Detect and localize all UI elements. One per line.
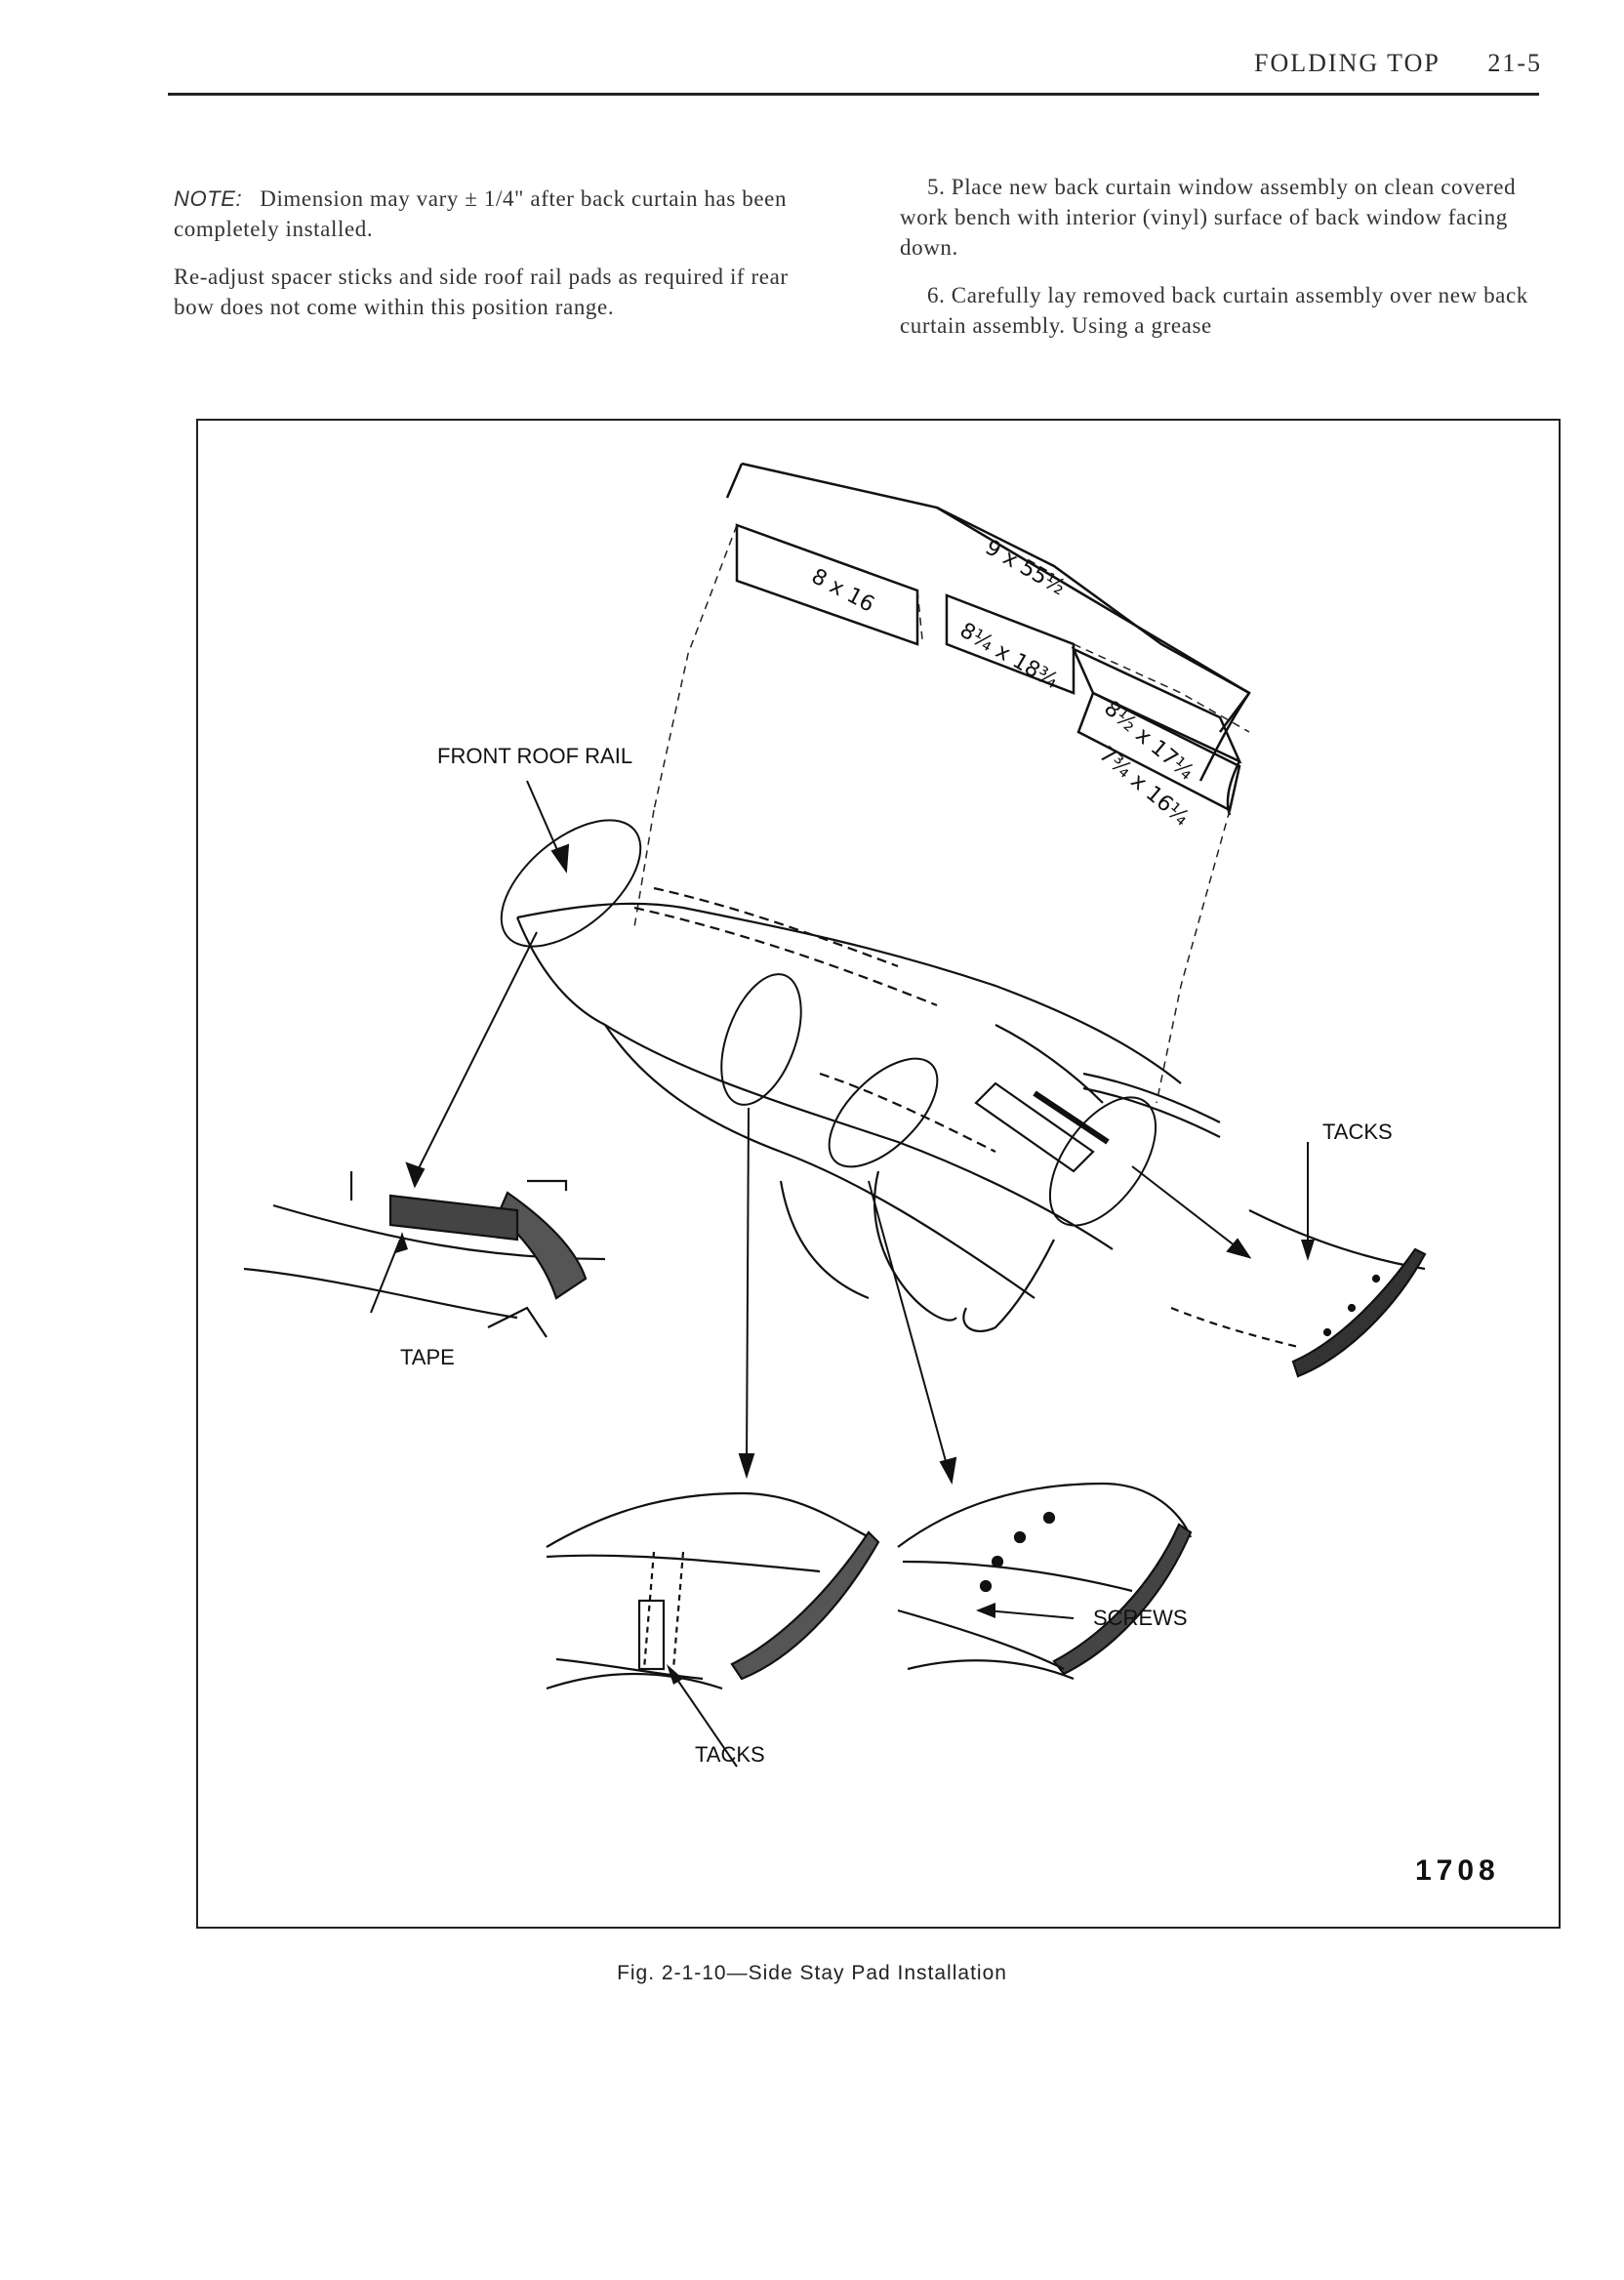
screws-arrow-line: [985, 1609, 1075, 1619]
tacks-bottom-arrow-line: [672, 1673, 738, 1768]
tacks-right-arrow-head: [1301, 1240, 1315, 1261]
left-column: NOTE:Dimension may vary ± 1/4" after bac…: [174, 183, 818, 340]
tacks-bottom-arrow-head: [667, 1664, 683, 1685]
pad-8x16: [735, 523, 919, 646]
note-label: NOTE:: [174, 186, 243, 211]
readjust-paragraph: Re-adjust spacer sticks and side roof ra…: [174, 265, 789, 319]
label-screws: SCREWS: [1093, 1606, 1188, 1630]
detail-tacks-right: [1170, 1209, 1427, 1378]
note-text: Dimension may vary ± 1/4" after back cur…: [174, 186, 788, 241]
label-tape: TAPE: [400, 1345, 455, 1369]
page-number: 21-5: [1487, 49, 1542, 77]
label-tacks-right: TACKS: [1322, 1120, 1393, 1144]
note-paragraph: NOTE:Dimension may vary ± 1/4" after bac…: [174, 183, 818, 244]
detail-screws: [897, 1482, 1193, 1681]
label-tacks-bottom: TACKS: [695, 1742, 765, 1767]
figure-illustration: 8 x 16 9 x 55½ 8¼ x 18¾ 8½ x 17¼ 7¾ x 16…: [196, 419, 1561, 1929]
label-front-roof-rail: FRONT ROOF RAIL: [437, 744, 633, 768]
roof-assembly: [515, 886, 1221, 1332]
pad-label-8x18: 8¼ x 18¾: [955, 619, 1062, 694]
running-header: FOLDING TOP 21-5: [1171, 49, 1542, 88]
detail-tape: [243, 1171, 606, 1338]
step-6-paragraph: 6. Carefully lay removed back curtain as…: [900, 283, 1528, 338]
detail-ovals: [500, 819, 1157, 1227]
detail-tacks-bottom: [546, 1491, 880, 1690]
figure-number: 1708: [1415, 1854, 1500, 1887]
screws-arrow-head: [976, 1603, 995, 1618]
section-title: FOLDING TOP: [1254, 49, 1441, 77]
figure-frame: [196, 419, 1561, 1929]
pad-dashes: [633, 524, 1250, 1104]
right-column: 5. Place new back curtain window assembl…: [900, 172, 1534, 358]
figure-caption: Fig. 2-1-10—Side Stay Pad Installation: [617, 1962, 1007, 1984]
tape-arrow-line: [370, 1239, 401, 1314]
step-5-paragraph: 5. Place new back curtain window assembl…: [900, 175, 1517, 260]
figure-side-stay-pad: 8 x 16 9 x 55½ 8¼ x 18¾ 8½ x 17¼ 7¾ x 16…: [195, 400, 1562, 1933]
leader-arrows: [405, 780, 1252, 1486]
pad-8-1-4x18-3-4: [945, 593, 1076, 695]
tape-arrow-head: [395, 1232, 408, 1253]
header-rule: [168, 93, 1539, 96]
